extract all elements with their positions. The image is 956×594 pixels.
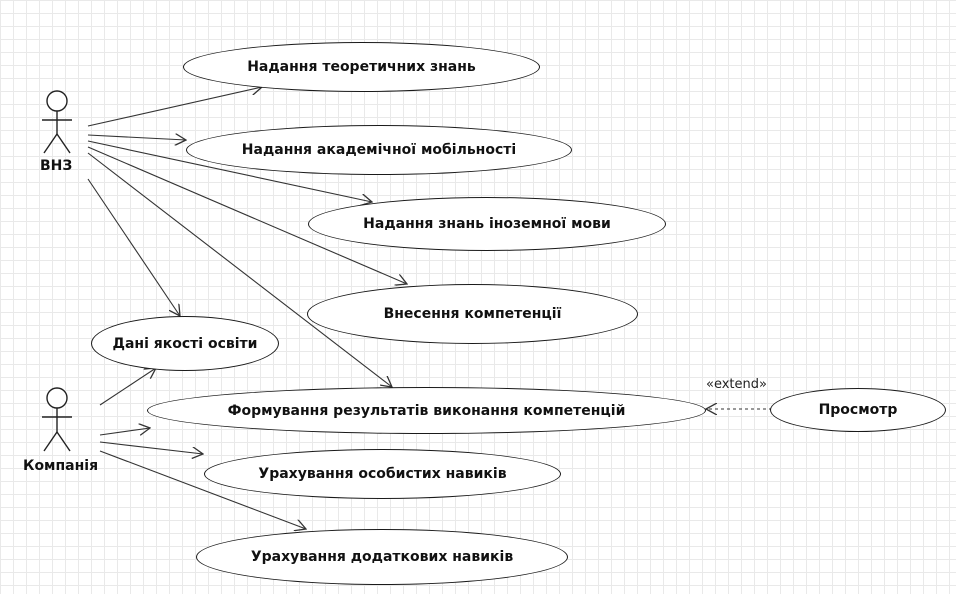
use-case-language[interactable]: Надання знань іноземної мови (308, 197, 666, 251)
assoc-university-language[interactable] (87, 140, 372, 202)
actor-university-figure[interactable] (42, 90, 72, 154)
assoc-university-theory[interactable] (87, 87, 262, 127)
use-case-quality-data[interactable]: Дані якості освіти (91, 316, 279, 371)
assoc-university-quality[interactable] (87, 178, 180, 316)
assoc-company-quality[interactable] (99, 368, 156, 406)
assoc-company-personal[interactable] (99, 441, 203, 454)
use-case-personal-skills[interactable]: Урахування особистих навиків (204, 449, 561, 499)
use-case-competence-entry[interactable]: Внесення компетенції (307, 284, 638, 344)
actor-company-label: Компанія (23, 458, 99, 474)
actor-company-figure[interactable] (42, 387, 72, 452)
use-case-results[interactable]: Формування результатів виконання компете… (147, 387, 706, 434)
use-case-mobility[interactable]: Надання академічної мобільності (186, 125, 572, 175)
actor-university-label: ВНЗ (40, 158, 73, 174)
assoc-university-mobility[interactable] (87, 135, 186, 140)
assoc-university-results[interactable] (87, 152, 392, 387)
assoc-company-extra[interactable] (99, 450, 306, 529)
use-case-extra-skills[interactable]: Урахування додаткових навиків (196, 529, 568, 585)
use-case-view[interactable]: Просмотр (770, 388, 946, 432)
assoc-university-competence[interactable] (87, 146, 407, 284)
extend-stereotype-label: «extend» (706, 377, 767, 392)
assoc-company-results[interactable] (99, 428, 150, 436)
use-case-theory[interactable]: Надання теоретичних знань (183, 42, 540, 92)
